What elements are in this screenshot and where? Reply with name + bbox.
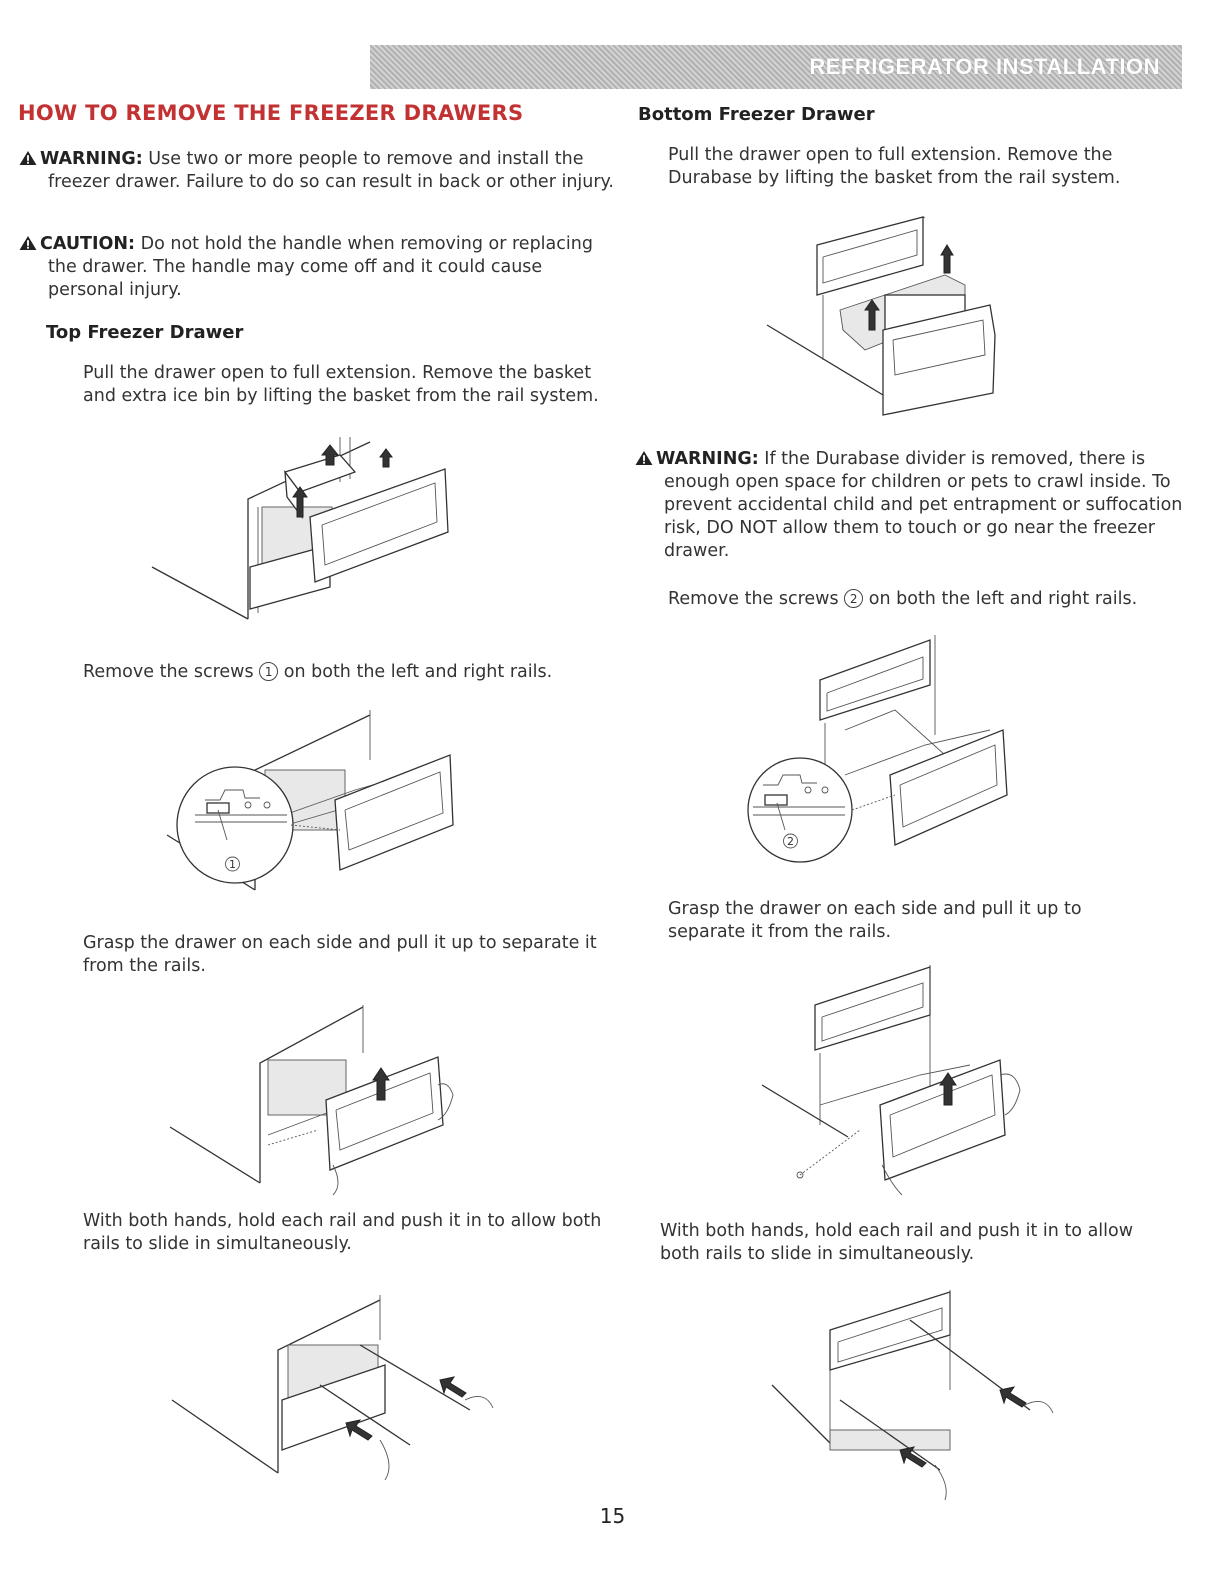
- caution-text: Do not hold the handle when removing or …: [48, 234, 593, 300]
- top-drawer-lift-illustration: [169, 1005, 454, 1196]
- top-step-3-text: Grasp the drawer on each side and pull i…: [83, 933, 597, 976]
- section-title: HOW TO REMOVE THE FREEZER DRAWERS: [18, 101, 524, 125]
- bottom-step-2-before: Remove the screws: [668, 589, 839, 609]
- page-number: 15: [599, 1504, 626, 1528]
- warning-triangle-icon: [19, 150, 37, 166]
- top-drawer-basket-illustration: [151, 437, 449, 620]
- durabase-warning-text: If the Durabase divider is removed, ther…: [664, 449, 1183, 561]
- bottom-drawer-lift-illustration: [761, 965, 1021, 1196]
- screw-callout-2-icon: 2: [844, 589, 864, 608]
- top-step-2-text: Remove the screws 1 on both the left and…: [83, 661, 603, 684]
- warning-notice: WARNING: Use two or more people to remov…: [18, 148, 623, 194]
- bottom-step-3-text: Grasp the drawer on each side and pull i…: [668, 899, 1082, 942]
- bottom-step-1-text: Pull the drawer open to full extension. …: [668, 145, 1121, 188]
- bottom-step-2-text: Remove the screws 2 on both the left and…: [668, 588, 1178, 611]
- caution-notice: CAUTION: Do not hold the handle when rem…: [18, 233, 608, 302]
- top-step-2-after: on both the left and right rails.: [283, 662, 553, 682]
- top-drawer-rails-illustration: [171, 1295, 494, 1481]
- bottom-drawer-durabase-illustration: [766, 216, 996, 416]
- callout-2-label: 2: [787, 835, 794, 848]
- header-bar: REFRIGERATOR INSTALLATION: [370, 45, 1182, 89]
- header-title: REFRIGERATOR INSTALLATION: [809, 54, 1160, 79]
- bottom-drawer-rails-illustration: [771, 1290, 1054, 1501]
- top-step-1-text: Pull the drawer open to full extension. …: [83, 363, 599, 406]
- warning-text: Use two or more people to remove and ins…: [48, 149, 614, 192]
- warning-label: WARNING:: [40, 149, 143, 169]
- caution-label: CAUTION:: [40, 234, 136, 254]
- screw-callout-1-icon: 1: [259, 662, 279, 681]
- top-drawer-title: Top Freezer Drawer: [46, 322, 244, 343]
- top-step-4-text: With both hands, hold each rail and push…: [83, 1211, 602, 1254]
- callout-1-label: 1: [229, 858, 236, 871]
- bottom-step-4-text: With both hands, hold each rail and push…: [660, 1221, 1134, 1264]
- top-step-2-before: Remove the screws: [83, 662, 254, 682]
- bottom-drawer-screw-illustration: 2: [747, 635, 1008, 863]
- caution-triangle-icon: [19, 235, 37, 251]
- bottom-step-2-after: on both the left and right rails.: [868, 589, 1138, 609]
- bottom-drawer-title: Bottom Freezer Drawer: [638, 104, 875, 125]
- warning-triangle-icon: [635, 450, 653, 466]
- durabase-warning-notice: WARNING: If the Durabase divider is remo…: [634, 448, 1204, 563]
- durabase-warning-label: WARNING:: [656, 449, 759, 469]
- top-drawer-screw-illustration: 1: [166, 710, 454, 891]
